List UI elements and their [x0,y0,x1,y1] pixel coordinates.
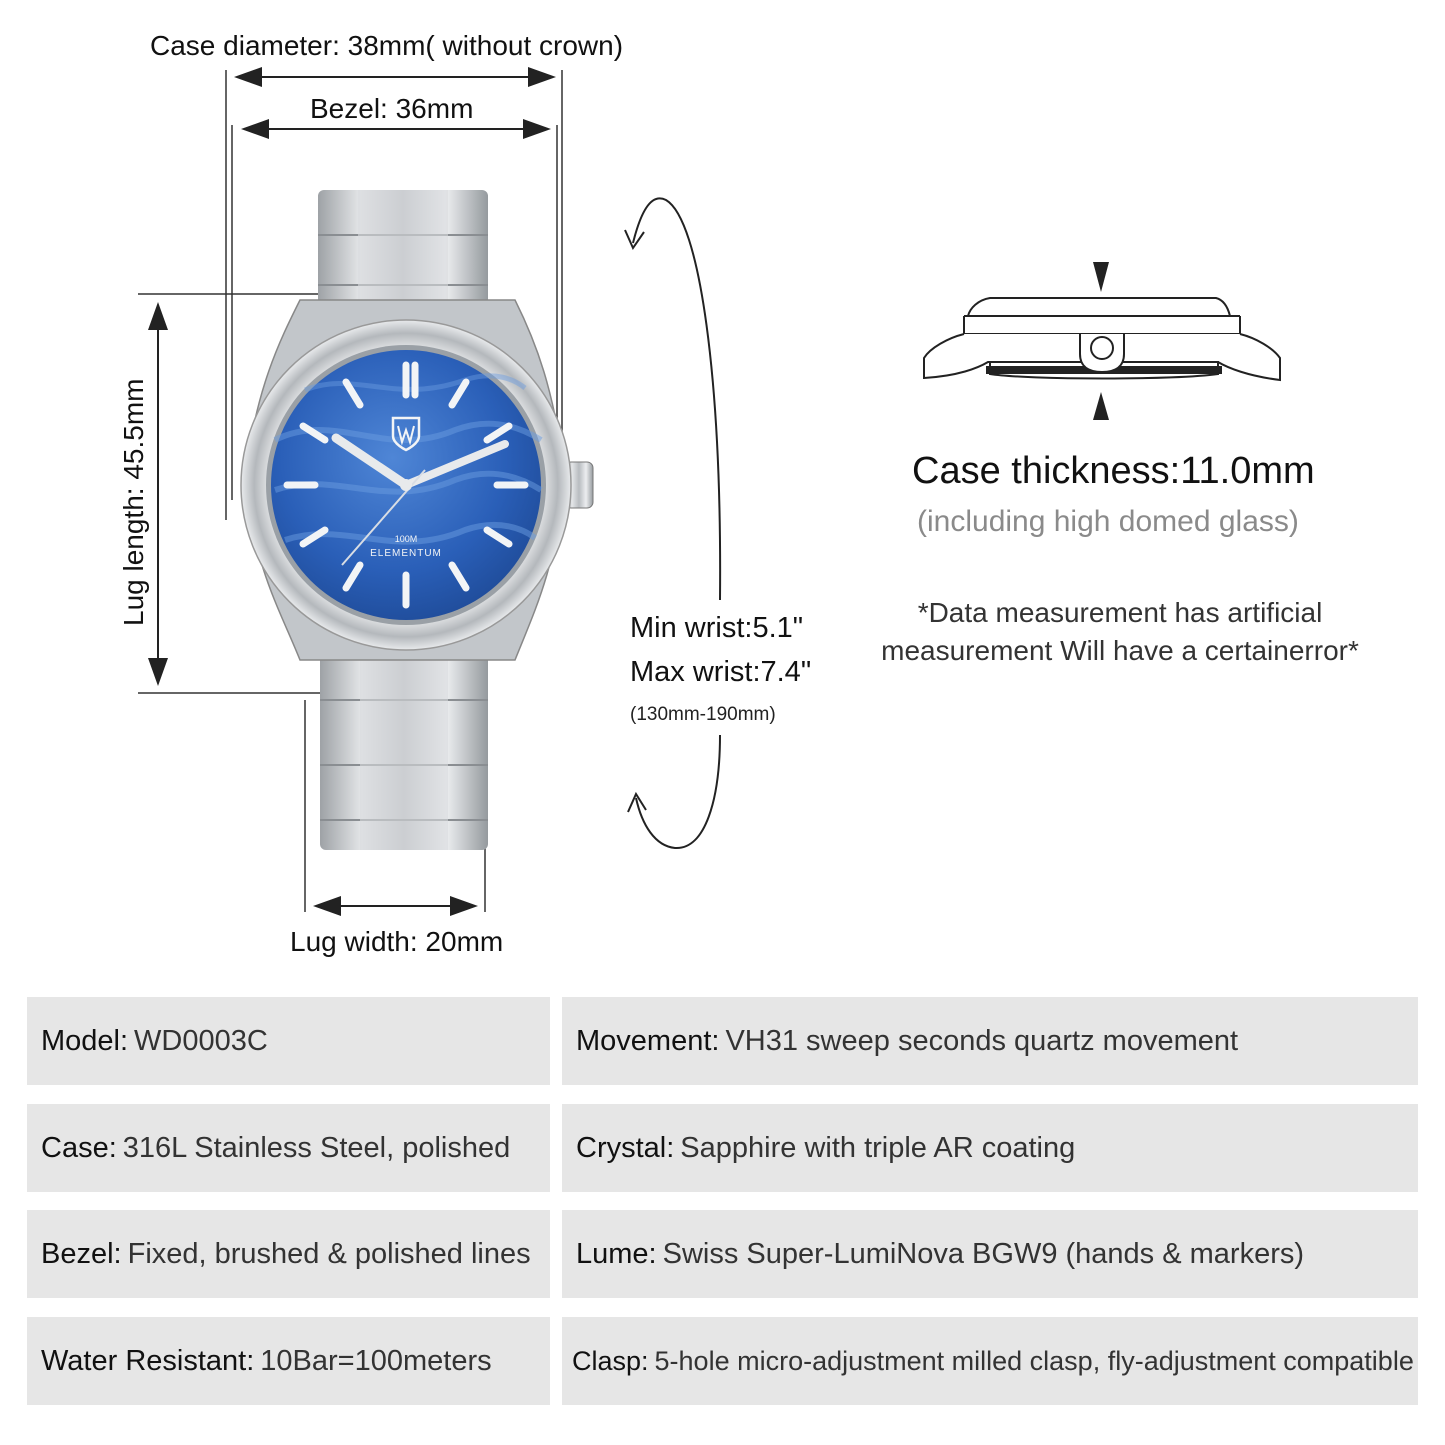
spec-lume-value: Swiss Super-LumiNova BGW9 (hands & marke… [662,1237,1305,1270]
spec-movement-value: VH31 sweep seconds quartz movement [725,1024,1239,1057]
spec-movement: Movement: VH31 sweep seconds quartz move… [562,997,1418,1085]
brand-logo-icon [391,416,421,452]
spec-model-value: WD0003C [134,1024,268,1057]
spec-water-label: Water Resistant: [41,1344,255,1377]
case-diameter-label: Case diameter: 38mm( without crown) [150,30,624,61]
wrist-arc-top [632,197,722,601]
spec-model-label: Model: [41,1024,129,1057]
spec-water-value: 10Bar=100meters [260,1344,492,1377]
spec-movement-label: Movement: [576,1024,720,1057]
bezel-label: Bezel: 36mm [310,93,474,124]
spec-crystal-value: Sapphire with triple AR coating [680,1131,1076,1164]
spec-case: Case: 316L Stainless Steel, polished [27,1104,550,1192]
dial-depth-rating: 100M [395,534,418,544]
max-wrist-label: Max wrist:7.4" [630,656,812,688]
measurement-note-line1: *Data measurement has artificial [917,597,1323,628]
measurement-note-line2: measurement Will have a certainerror* [881,635,1359,666]
spec-clasp-value: 5-hole micro-adjustment milled clasp, fl… [654,1345,1414,1376]
wrist-range-label: (130mm-190mm) [630,704,776,725]
hour-markers [283,361,529,609]
spec-bezel: Bezel: Fixed, brushed & polished lines [27,1210,550,1298]
crown-side-icon [1090,336,1114,360]
thickness-top-arrow-icon [1093,262,1109,292]
dial-brand-name: ELEMENTUM [370,548,442,559]
spec-clasp-label: Clasp: [572,1345,649,1376]
spec-clasp: Clasp: 5-hole micro-adjustment milled cl… [562,1317,1418,1405]
lug-width-label: Lug width: 20mm [290,926,504,957]
thickness-bottom-arrow-icon [1093,392,1109,420]
spec-water-resistant: Water Resistant: 10Bar=100meters [27,1317,550,1405]
spec-bezel-value: Fixed, brushed & polished lines [127,1237,531,1270]
spec-crystal-label: Crystal: [576,1131,675,1164]
watch-front-image: 100M ELEMENTUM [240,190,594,850]
spec-case-label: Case: [41,1131,117,1164]
minute-hand [402,440,509,489]
spec-crystal: Crystal: Sapphire with triple AR coating [562,1104,1418,1192]
min-wrist-label: Min wrist:5.1" [630,612,804,644]
wrist-arc-bottom [635,734,721,850]
case-thickness-title: Case thickness:11.0mm [912,450,1315,492]
spec-case-value: 316L Stainless Steel, polished [122,1131,511,1164]
hour-hand [331,433,411,490]
spec-model: Model: WD0003C [27,997,550,1085]
spec-bezel-label: Bezel: [41,1237,122,1270]
lug-length-label: Lug length: 45.5mm [118,378,149,627]
measurement-note: *Data measurement has artificial measure… [860,594,1380,670]
case-thickness-subtitle: (including high domed glass) [917,505,1299,538]
watch-side-profile-image [923,262,1281,420]
spec-lume-label: Lume: [576,1237,657,1270]
spec-lume: Lume: Swiss Super-LumiNova BGW9 (hands &… [562,1210,1418,1298]
